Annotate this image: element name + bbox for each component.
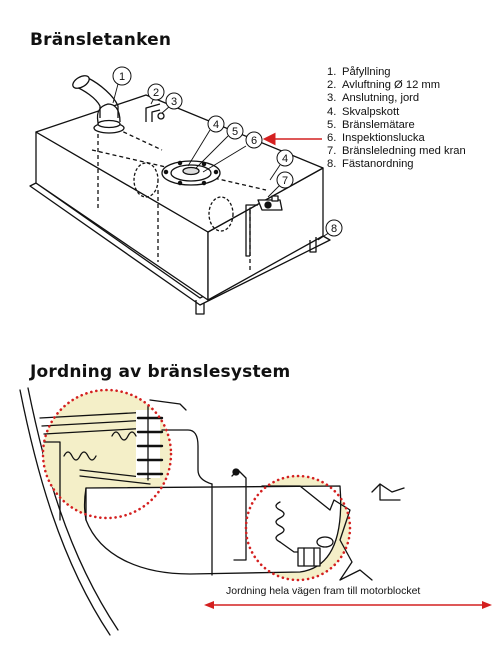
svg-text:4: 4 (213, 119, 219, 131)
callout-marker: 4 (276, 149, 294, 167)
svg-text:1: 1 (119, 71, 125, 83)
legend-item: 5.Bränslemätare (327, 118, 415, 131)
legend-item: 7.Bränsleledning med kran (327, 145, 466, 158)
svg-text:6: 6 (251, 135, 257, 147)
svg-text:3: 3 (171, 96, 177, 108)
grounding-caption: Jordning hela vägen fram till motorblock… (226, 585, 421, 597)
grounding-diagram-title: Jordning av bränslesystem (30, 362, 291, 382)
callout-markers: 1 2 3 4 5 6 4 7 8 (112, 66, 343, 237)
callout-marker: 7 (276, 171, 294, 189)
callout-marker: 8 (325, 219, 343, 237)
tank-parts-legend: 1.Påfyllning 2.Avluftning Ø 12 mm 3.Ansl… (327, 66, 466, 172)
grounding-drawing (19, 387, 405, 636)
svg-text:2: 2 (153, 87, 159, 99)
svg-text:7: 7 (282, 175, 288, 187)
legend-item: 1.Påfyllning (327, 66, 391, 78)
legend-item: 2.Avluftning Ø 12 mm (327, 79, 441, 92)
svg-text:8: 8 (331, 223, 337, 235)
legend-item: 6.Inspektionslucka (327, 132, 425, 145)
callout-marker: 4 (207, 115, 225, 133)
svg-text:4: 4 (282, 153, 288, 165)
legend-item: 8.Fästanordning (327, 158, 414, 171)
callout-marker: 6 (245, 131, 263, 149)
callout-marker: 1 (112, 66, 132, 86)
tank-diagram-title: Bränsletanken (30, 30, 172, 50)
grounding-span-arrow (204, 601, 492, 609)
detail-circle-tank (244, 474, 352, 582)
callout-marker: 3 (165, 92, 183, 110)
fuel-tank-drawing (29, 75, 331, 315)
detail-circle-engine (41, 388, 173, 520)
callout-marker: 2 (147, 83, 165, 101)
legend-item: 3.Anslutning, jord (327, 92, 420, 105)
svg-text:5: 5 (232, 126, 238, 138)
legend-item: 4.Skvalpskott (327, 105, 400, 118)
callout-marker: 5 (226, 122, 244, 140)
